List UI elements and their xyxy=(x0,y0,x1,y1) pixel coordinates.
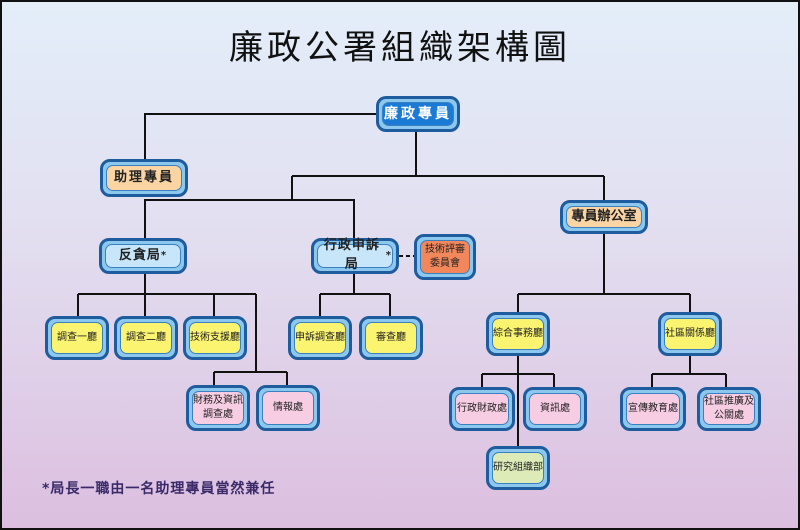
node-publicity-education: 宣傳教育處 xyxy=(620,387,686,431)
connector-office-children xyxy=(517,230,691,312)
node-commissioner-office-label: 專員辦公室 xyxy=(566,206,642,228)
connector-anti-corruption-children xyxy=(77,274,288,385)
node-complaint-investigation-label: 申訴調查廳 xyxy=(294,322,346,354)
node-community-outreach: 社區推廣及 公關處 xyxy=(697,387,761,431)
node-investigation-1: 調查一廳 xyxy=(45,316,109,360)
node-community-relations-label: 社區關係廳 xyxy=(664,318,716,350)
star-mark: * xyxy=(160,249,168,261)
node-tech-support-label: 技術支援廳 xyxy=(189,322,241,354)
connector-to-departments xyxy=(144,176,293,238)
chart-title: 廉政公署組織架構圖 xyxy=(229,28,571,68)
node-admin-complaints: 行政申訴局 * xyxy=(311,238,399,274)
footnote: *局長一職由一名助理專員當然兼任 xyxy=(42,481,276,497)
node-anti-corruption-box: 反貪局* xyxy=(105,244,181,268)
node-general-affairs-label: 綜合事務廳 xyxy=(492,318,544,350)
node-anti-corruption-label: 反貪局 xyxy=(118,247,161,263)
node-research: 研究組織部 xyxy=(486,446,550,490)
node-admin-finance: 行政財政處 xyxy=(449,387,515,431)
node-finance-it-investigation-label: 財務及資訊 調查處 xyxy=(192,391,244,425)
node-tech-review-label: 技術評審 委員會 xyxy=(420,240,470,274)
node-admin-finance-label: 行政財政處 xyxy=(455,393,509,425)
node-investigation-2: 調查二廳 xyxy=(114,316,178,360)
node-investigation-2-label: 調查二廳 xyxy=(120,322,172,354)
node-research-label: 研究組織部 xyxy=(492,452,544,484)
node-general-affairs: 綜合事務廳 xyxy=(486,312,550,356)
connector-admin-complaints-children xyxy=(319,274,391,317)
node-commissioner: 廉政專員 xyxy=(376,96,460,132)
node-intelligence-label: 情報處 xyxy=(262,391,314,425)
node-community-relations: 社區關係廳 xyxy=(658,312,722,356)
node-publicity-education-label: 宣傳教育處 xyxy=(626,393,680,425)
node-admin-complaints-label: 行政申訴局 xyxy=(323,238,380,272)
star-mark: * xyxy=(385,249,392,261)
node-commissioner-office: 專員辦公室 xyxy=(560,200,648,234)
node-information: 資訊處 xyxy=(523,387,587,431)
node-complaint-investigation: 申訴調查廳 xyxy=(288,316,352,360)
node-tech-support: 技術支援廳 xyxy=(183,316,247,360)
node-assistant: 助理專員 xyxy=(100,159,188,197)
node-finance-it-investigation: 財務及資訊 調查處 xyxy=(186,385,250,431)
node-review-label: 審查廳 xyxy=(365,322,417,354)
node-community-outreach-label: 社區推廣及 公關處 xyxy=(703,393,755,425)
node-intelligence: 情報處 xyxy=(256,385,320,431)
node-assistant-label: 助理專員 xyxy=(106,165,182,191)
node-information-label: 資訊處 xyxy=(529,393,581,425)
node-admin-complaints-box: 行政申訴局 * xyxy=(317,238,393,272)
node-investigation-1-label: 調查一廳 xyxy=(51,322,103,354)
connector-to-admin-complaints xyxy=(292,199,355,238)
node-anti-corruption: 反貪局* xyxy=(99,238,187,274)
connector-general-affairs-children xyxy=(481,354,555,446)
node-commissioner-label: 廉政專員 xyxy=(382,102,454,126)
node-tech-review: 技術評審 委員會 xyxy=(414,234,476,280)
node-review: 審查廳 xyxy=(359,316,423,360)
connector-community-children xyxy=(651,354,727,387)
connector-commissioner-assistant xyxy=(144,113,376,160)
